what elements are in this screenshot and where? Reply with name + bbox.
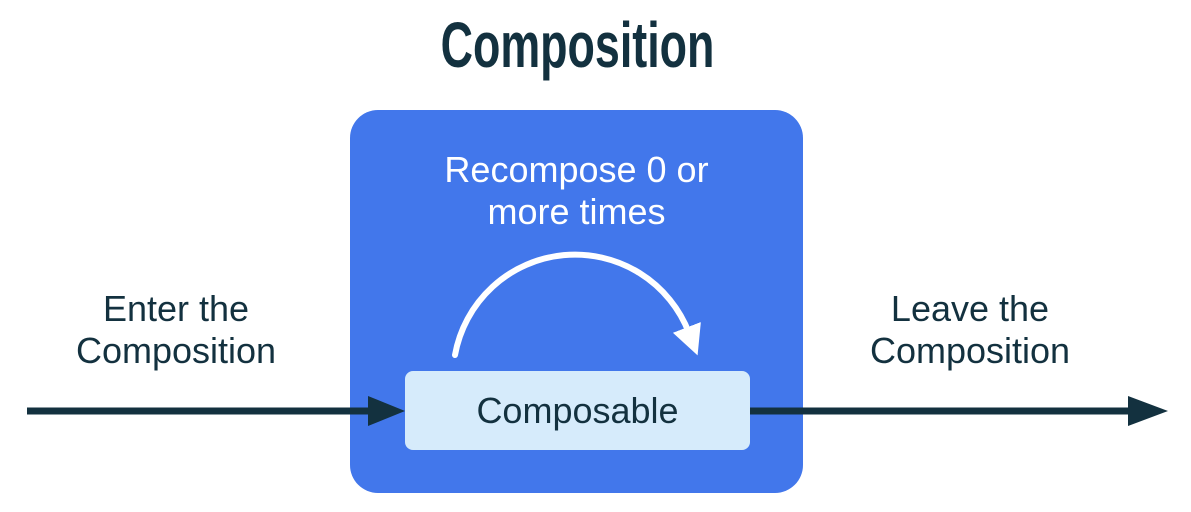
enter-arrow-icon [27,396,405,426]
leave-arrow-icon [750,396,1168,426]
recompose-label: Recompose 0 or more times [444,149,709,232]
composable-node: Composable [405,371,750,450]
diagram-title: Composition [440,9,715,81]
leave-arrowhead-icon [1128,396,1168,426]
leave-label: Leave the Composition [869,288,1071,371]
composable-label: Composable [476,389,679,431]
enter-label: Enter the Composition [75,288,277,371]
